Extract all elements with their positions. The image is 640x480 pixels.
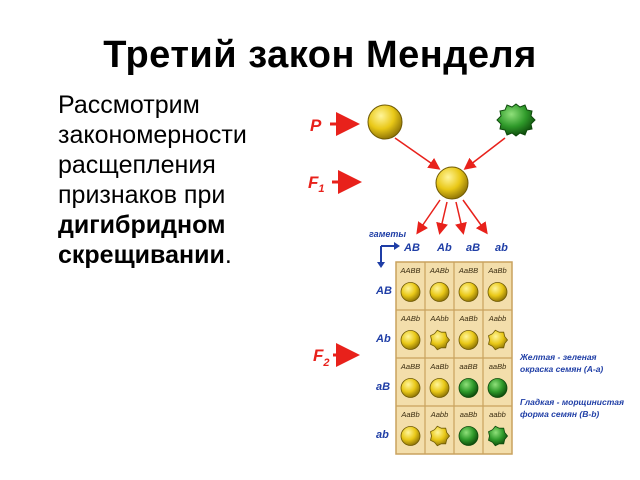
green-smooth-seed <box>458 426 479 446</box>
genotype-label: AaBB <box>400 362 420 371</box>
parent-green-wrinkled-seed <box>496 103 536 137</box>
green-smooth-seed <box>487 378 508 398</box>
gamete-header: aB <box>466 242 480 254</box>
genotype-label: AaBb <box>400 410 419 419</box>
genotype-label: AABb <box>429 266 449 275</box>
green-smooth-seed <box>458 378 479 398</box>
label-p: P <box>310 116 322 135</box>
f1-yellow-smooth-seed <box>435 166 469 200</box>
punnett-grid-lines <box>396 262 512 454</box>
genotype-label: AABb <box>400 314 420 323</box>
page-title: Третий закон Менделя <box>103 34 537 76</box>
legend: Желтая - зеленая окраска семян (А-а) Гла… <box>519 352 624 419</box>
yellow-smooth-seed <box>458 282 479 302</box>
yellow-smooth-seed <box>429 282 450 302</box>
genotype-label: aabb <box>489 410 506 419</box>
text-line: закономерности <box>58 121 247 149</box>
green-wrinkled-seed <box>488 425 509 447</box>
text-line: Рассмотрим <box>58 91 200 119</box>
gamete-header: ab <box>495 242 508 254</box>
gamete-row-headers: AB Ab aB ab <box>375 285 392 441</box>
yellow-smooth-seed <box>400 330 421 350</box>
cross-arrow-left <box>394 137 441 170</box>
label-f2: F2 <box>313 346 330 369</box>
gamete-header: Ab <box>436 242 452 254</box>
yellow-wrinkled-seed <box>430 425 451 447</box>
cross-arrow-right <box>463 137 506 170</box>
genotype-label: AaBB <box>458 266 478 275</box>
legend-line: окраска семян (А-а) <box>520 364 603 374</box>
text-line: признаков при <box>58 181 226 209</box>
parent-yellow-smooth-seed <box>367 104 403 140</box>
yellow-wrinkled-seed <box>430 329 451 351</box>
genotype-label: AAbb <box>429 314 448 323</box>
yellow-smooth-seed <box>400 282 421 302</box>
genotype-label: aaBB <box>459 362 477 371</box>
yellow-smooth-seed <box>400 378 421 398</box>
yellow-smooth-seed <box>429 378 450 398</box>
text-period: . <box>224 241 232 269</box>
genotype-label: aaBb <box>489 362 507 371</box>
text-bold: дигибридном <box>58 211 226 239</box>
yellow-smooth-seed <box>487 282 508 302</box>
yellow-wrinkled-seed <box>488 329 509 351</box>
gametes-axis-arrowhead-down <box>377 262 385 268</box>
gametes-axis-arrowhead-right <box>394 242 400 250</box>
genotype-label: AaBb <box>458 314 477 323</box>
text-line: расщепления <box>58 151 216 179</box>
text-bold: скрещивании <box>58 241 225 269</box>
genotype-label: AaBb <box>429 362 448 371</box>
genotype-label: aaBb <box>460 410 478 419</box>
label-f1: F1 <box>308 173 325 195</box>
legend-line: форма семян (В-b) <box>520 409 599 419</box>
gametes-label: гаметы <box>369 229 406 239</box>
gamete-arrow-ab4 <box>462 199 488 235</box>
gamete-row-header: AB <box>375 285 392 297</box>
genotype-label: AABB <box>399 266 420 275</box>
yellow-smooth-seed <box>400 426 421 446</box>
gamete-arrow-ab3 <box>455 201 467 235</box>
gamete-row-header: aB <box>376 381 390 393</box>
genotype-label: Aabb <box>488 314 507 323</box>
gamete-header: AB <box>403 242 420 254</box>
gamete-row-header: ab <box>376 429 389 441</box>
legend-line: Гладкая - морщинистая <box>520 397 624 407</box>
gamete-arrow-ab2 <box>436 201 448 235</box>
genotype-label: AaBb <box>487 266 506 275</box>
genotype-label: Aabb <box>430 410 449 419</box>
gamete-arrow-ab1 <box>416 199 441 235</box>
description-text: Рассмотрим закономерности расщепления пр… <box>58 90 288 270</box>
legend-line: Желтая - зеленая <box>519 352 597 362</box>
gamete-row-header: Ab <box>375 333 391 345</box>
yellow-smooth-seed <box>458 330 479 350</box>
gamete-column-headers: AB Ab aB ab <box>403 242 508 254</box>
